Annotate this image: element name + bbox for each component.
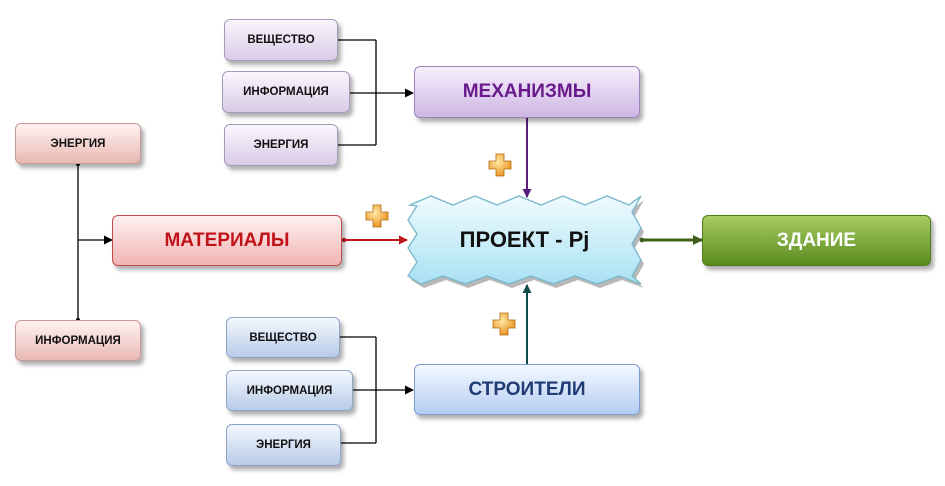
building-box: ЗДАНИЕ	[702, 215, 931, 266]
project-label: ПРОЕКТ - Pj	[459, 227, 590, 252]
builders-box: СТРОИТЕЛИ	[414, 364, 640, 415]
builders-input-links	[340, 336, 414, 444]
materials-input-links	[76, 162, 113, 322]
builders-input-information: ИНФОРМАЦИЯ	[226, 370, 353, 411]
materials-box: МАТЕРИАЛЫ	[112, 215, 342, 266]
mechanisms-input-information: ИНФОРМАЦИЯ	[222, 71, 350, 113]
materials-input-information: ИНФОРМАЦИЯ	[15, 320, 141, 361]
materials-input-energy: ЭНЕРГИЯ	[15, 123, 141, 164]
mechanisms-input-energy: ЭНЕРГИЯ	[224, 124, 338, 166]
plus-icon	[488, 153, 512, 177]
plus-icon	[365, 204, 389, 228]
builders-input-substance: ВЕЩЕСТВО	[226, 317, 340, 358]
mechanisms-input-substance: ВЕЩЕСТВО	[224, 19, 338, 61]
builders-input-energy: ЭНЕРГИЯ	[226, 424, 341, 466]
mechanisms-box: МЕХАНИЗМЫ	[414, 66, 640, 118]
project-shape	[407, 195, 644, 288]
plus-icon	[492, 312, 516, 336]
mechanisms-input-links	[338, 39, 414, 146]
